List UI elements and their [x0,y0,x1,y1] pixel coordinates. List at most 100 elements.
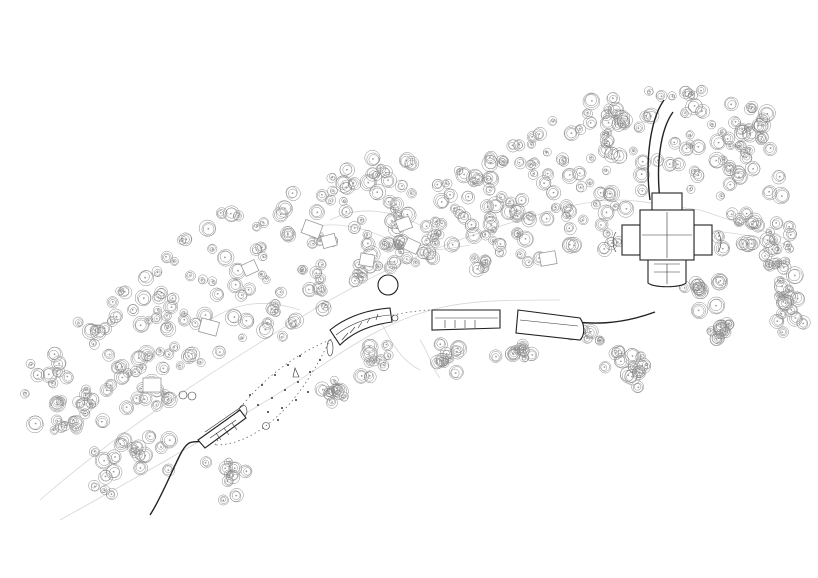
plaza-dot [297,381,299,383]
tree [181,348,197,365]
tree [309,266,323,279]
plaza-dot [261,384,263,386]
plaza-pool [326,339,334,357]
tree [593,186,608,201]
tree [164,322,173,332]
tree [515,193,529,207]
tree [362,229,373,240]
tree [489,349,503,363]
tree [353,368,369,384]
tree [745,235,760,251]
pavilion [198,317,220,337]
tree [84,392,100,408]
tree [516,338,529,351]
tree [668,136,682,150]
tree [599,361,612,374]
tree [564,222,577,235]
tree [287,312,304,329]
tree [683,88,696,101]
tree [783,227,797,242]
tree [280,226,295,241]
tree [671,157,686,172]
tree [600,130,610,140]
tree [50,414,63,427]
main-building-east-arm [693,224,713,256]
tree [633,121,646,133]
tree [175,361,185,371]
tree [650,153,664,167]
tree [372,260,384,272]
tree [262,275,271,284]
tree [667,91,677,101]
tree [494,245,507,258]
tree [726,207,739,220]
tree [787,311,803,327]
tree [207,243,218,254]
plaza-dot [299,355,301,357]
tree [603,187,617,201]
tree [765,227,775,237]
tree [777,326,789,338]
tree [130,365,142,378]
tree [602,228,613,239]
tree [450,345,465,360]
tree [20,389,30,399]
tree [198,274,208,285]
tree [285,317,298,330]
tree [482,216,500,233]
tree [411,258,420,268]
tree [453,165,464,176]
tree [692,281,706,296]
plaza-dot [257,404,259,406]
tree [152,291,166,305]
tree [779,256,791,267]
tree [600,109,613,121]
tree [141,430,157,444]
tree [713,240,731,257]
tree [339,162,355,178]
tree [430,238,440,248]
tree [361,338,379,356]
tree [161,391,178,409]
tree [315,300,332,317]
tree [726,141,735,150]
tree [156,361,170,376]
tree [585,178,595,188]
tree [119,400,134,416]
tree [369,183,386,201]
tree [123,368,133,378]
tree [155,347,165,357]
tree [515,248,527,260]
tree [326,397,338,409]
tree [257,251,268,261]
tree [269,299,281,310]
tree [642,360,651,370]
tree [655,90,668,102]
tree [706,326,717,336]
tree [105,488,118,500]
tree [620,366,638,384]
tree [132,315,150,333]
tree [435,230,445,240]
tree [200,456,213,469]
circular-feature [377,274,399,296]
tree [742,126,759,143]
tree [734,140,747,152]
tree [433,337,448,352]
tree [633,166,650,184]
main-building-cross-plan [612,192,722,288]
tree [49,425,59,435]
tree [689,165,700,177]
tree [594,217,609,232]
tree [595,335,605,346]
tree [338,204,353,219]
tree [715,191,725,201]
tree [739,206,754,221]
tree [728,116,741,129]
tree [327,185,338,197]
pavilion [394,215,414,233]
tree [144,315,154,325]
tree [323,386,335,398]
tree [449,340,468,358]
